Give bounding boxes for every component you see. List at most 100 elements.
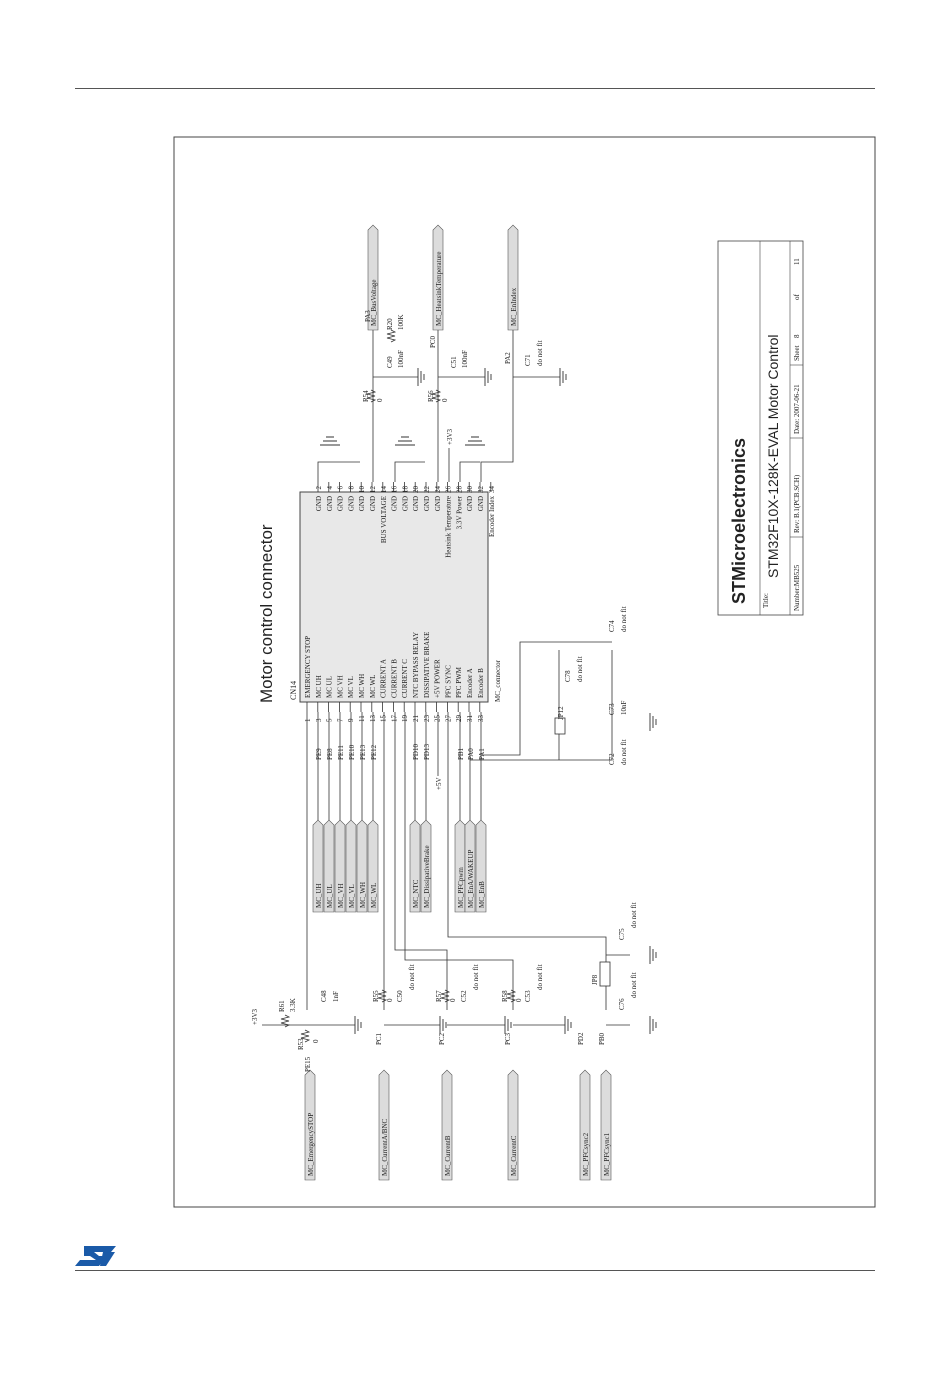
pin-number: 21 [412, 715, 420, 723]
pin-number: 32 [477, 486, 485, 494]
pin-name: Heatsink Temperature [445, 496, 453, 558]
top-net-labels: MC_BusVoltage MC_HeatsinkTemperature MC_En… [367, 224, 519, 331]
net-label-shape [507, 1069, 519, 1181]
title-block-title-label: Title: [762, 593, 770, 608]
net-label: MC_UL [326, 884, 334, 908]
section-title: Motor control connector [257, 524, 276, 703]
net-label: MC_CurrentB [444, 1135, 452, 1176]
port-label: PD10 [412, 744, 420, 760]
pin-name: NTC BYPASS RELAY [412, 632, 420, 698]
r56-value: 0 [441, 398, 449, 402]
pin-name: BUS VOLTAGE [380, 496, 388, 543]
c75-value: do not fit [630, 902, 638, 928]
pin-number: 29 [455, 715, 463, 723]
r57-value: 0 [449, 998, 457, 1002]
pin-number: 18 [401, 486, 409, 494]
net-label: MC_HeatsinkTemperature [435, 251, 443, 326]
net-label: MC_PFCsync1 [603, 1132, 611, 1176]
net-label: MC_EnIndex [510, 287, 518, 326]
net-label: MC_WL [370, 883, 378, 908]
c49-ref: C49 [386, 356, 394, 368]
jp8-symbol [599, 961, 611, 987]
pin-name: Encoder A [466, 668, 474, 698]
net-label: MC_VL [348, 884, 356, 908]
port-label: +3V3 [446, 428, 454, 445]
pin-name: GND [315, 496, 323, 511]
c78-ref: C78 [564, 670, 572, 682]
c73-ref: C73 [608, 703, 616, 715]
port-label: +3V3 [251, 1008, 259, 1025]
c78-value: do not fit [576, 656, 584, 682]
st-logo [75, 1246, 116, 1266]
pin-name: DISSIPATIVE BRAKE [423, 632, 431, 698]
pin-number: 17 [390, 715, 398, 723]
pin-number: 3 [315, 718, 323, 722]
c50-ref: C50 [396, 990, 404, 1002]
r53-ref: R53 [297, 1038, 305, 1050]
port-label: PE15 [304, 1056, 312, 1072]
net-label-shape [409, 819, 421, 913]
pin-name: CURRENT C [401, 659, 409, 698]
c74-ref: C74 [608, 620, 616, 632]
header-rule [75, 88, 875, 89]
pin-number: 14 [380, 486, 388, 494]
r58-value: 0 [515, 998, 523, 1002]
jp12-symbol [554, 717, 566, 735]
c48-ref: C48 [320, 990, 328, 1002]
r20-value: 100K [397, 314, 405, 330]
c52-value: do not fit [472, 964, 480, 990]
c49-value: 100nF [397, 350, 405, 368]
port-label: PE9 [315, 748, 323, 760]
pin-name: +5V POWER [434, 659, 442, 698]
net-label: MC_EmergencySTOP [307, 1113, 315, 1176]
port-label: PE12 [370, 744, 378, 760]
pin-number: 4 [326, 486, 334, 490]
net-label: MC_PFCsync2 [582, 1132, 590, 1176]
r56-ref: R56 [427, 390, 435, 402]
net-label-shape [507, 224, 519, 331]
port-label: PD13 [423, 744, 431, 760]
port-label: PA3 [364, 310, 372, 322]
c53-value: do not fit [536, 964, 544, 990]
net-label-shape [420, 819, 432, 913]
net-label-shape [356, 819, 368, 913]
net-label-shape [432, 224, 444, 331]
net-label-shape [323, 819, 335, 913]
pin-name: GND [412, 496, 420, 511]
c73-value: 10nF [620, 701, 628, 716]
pin-number: 16 [391, 486, 399, 494]
r58-ref: R58 [501, 990, 509, 1002]
pin-name: Encoder Index [488, 496, 496, 538]
c72-value: do not fit [620, 739, 628, 765]
pin-name: GND [369, 496, 377, 511]
net-label: MC_EnB [478, 881, 486, 908]
connector-name: MC_connector [494, 659, 502, 702]
r55-value: 0 [386, 998, 394, 1002]
net-label-shape [312, 819, 324, 913]
c76-value: do not fit [630, 972, 638, 998]
title-block-sheet-num: 8 [793, 334, 801, 338]
net-label: MC_BusVoltage [370, 279, 378, 326]
r54-value: 0 [376, 398, 384, 402]
pin-number: 1 [304, 718, 312, 722]
c75-ref: C75 [618, 928, 626, 940]
connector-body [299, 491, 489, 703]
pin-number: 34 [488, 486, 496, 494]
net-label-shape [367, 819, 379, 913]
pin-name: CURRENT B [390, 659, 398, 698]
pin-number: 24 [434, 486, 442, 494]
net-label: MC_CurrentC [510, 1135, 518, 1176]
net-label: MC_PFCpwm [457, 867, 465, 908]
c51-ref: C51 [450, 356, 458, 368]
pin-number: 12 [369, 486, 377, 494]
net-label-shape [475, 819, 487, 913]
footer-rule [75, 1270, 875, 1271]
r53-value: 0 [312, 1039, 320, 1043]
port-labels: PE9 PE8 PE11 PE10 PE13 PE12 PD10 PD13 +5… [251, 310, 606, 1072]
pin-number: 2 [315, 486, 323, 490]
title-block-number: Number:MB525 [793, 564, 801, 611]
c48-value: 1nF [332, 991, 340, 1002]
